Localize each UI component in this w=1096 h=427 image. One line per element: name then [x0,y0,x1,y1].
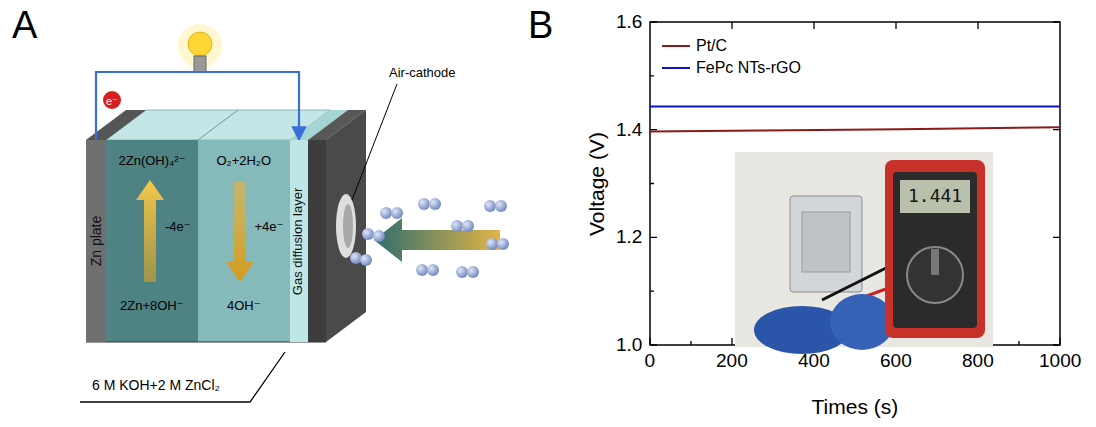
o-atom [373,230,385,242]
o-atom [486,238,498,250]
electron-dot [103,91,121,109]
part-label: Air-cathode [389,65,455,80]
gas-diffusion-layer: Gas diffusion layer [290,140,308,342]
light-bulb [178,24,222,72]
air-cathode-side [326,110,366,342]
legend-text: Pt/C [696,37,727,54]
node-text: Gas diffusion layer [292,187,307,294]
legend-text: FePc NTs-rGO [696,59,801,76]
o-atom [497,238,509,250]
fepc-curve [650,106,1060,108]
node-text: Zn plate [88,216,104,267]
ptc-curve [650,127,1060,131]
air-flow-arrow [374,218,500,262]
photo-inset [735,152,993,354]
cathode-compartment [198,140,290,342]
o-atom [451,220,463,232]
air-cathode-front [308,140,326,342]
o-atom [467,266,479,278]
legend-line-fepc [662,67,690,69]
o2-molecules [350,198,509,278]
y-tick-label: 1.4 [616,119,642,140]
o-atom [391,207,403,219]
o-atom [484,200,496,212]
external-wire [96,72,299,140]
multimeter-knob [907,247,963,303]
panel-letter: A [12,4,37,46]
y-tick-label: 1.6 [616,11,642,32]
multimeter-face [893,172,977,328]
o-atom [418,198,430,210]
knob-pointer [931,249,939,275]
x-tick-label: 1000 [1039,350,1081,371]
o-atom [350,252,362,264]
air-hole [336,194,356,258]
o-atom [429,198,441,210]
cell-body [86,110,366,342]
reaction-species: 4OH⁻ [227,298,261,313]
o-atom [456,266,468,278]
x-tick-label: 200 [716,350,748,371]
zinc-air-cell [790,196,862,292]
reaction-species: 2Zn(OH)₄²⁻ [119,153,186,168]
air-hole-inner [343,204,353,248]
o-atom [427,264,439,276]
meter-reading: 1.441 [908,185,962,206]
multimeter-body [885,160,985,338]
electron-label: e⁻ [106,95,118,107]
x-tick-label: 0 [645,350,656,371]
o-atom [462,220,474,232]
o-atom [380,207,392,219]
o-atom [362,228,374,240]
glove [830,294,894,350]
y-tick-label: 1.2 [616,226,642,247]
axis-title: Voltage (V) [585,132,608,236]
bulb-base [194,56,206,72]
reaction-species: O₂+2H₂O [217,153,272,168]
o-atom [416,264,428,276]
panel-letter: B [528,4,553,46]
legend-line-ptc [662,45,690,47]
electrolyte-label: 6 M KOH+2 M ZnCl₂ [92,377,220,393]
reaction-species: 2Zn+8OH⁻ [120,298,184,313]
electron-count: -4e⁻ [165,219,191,234]
multimeter-display [900,180,970,213]
zn-plate: Zn plate [86,140,106,342]
anode-compartment [106,140,198,342]
o-atom [360,254,372,266]
electron-count: +4e⁻ [255,219,284,234]
bulb-glass [188,32,212,56]
electrolyte-bracket [80,352,285,402]
y-tick-label: 1.0 [616,334,642,355]
o-atom [495,200,507,212]
reduction-arrow [226,182,254,282]
cell-window [802,212,850,272]
axis-title: Times (s) [812,395,899,418]
x-tick-label: 400 [798,350,830,371]
x-tick-label: 800 [962,350,994,371]
divider-edge [198,110,238,140]
oxidation-arrow [136,180,164,282]
leader-line [352,84,397,200]
x-tick-label: 600 [880,350,912,371]
